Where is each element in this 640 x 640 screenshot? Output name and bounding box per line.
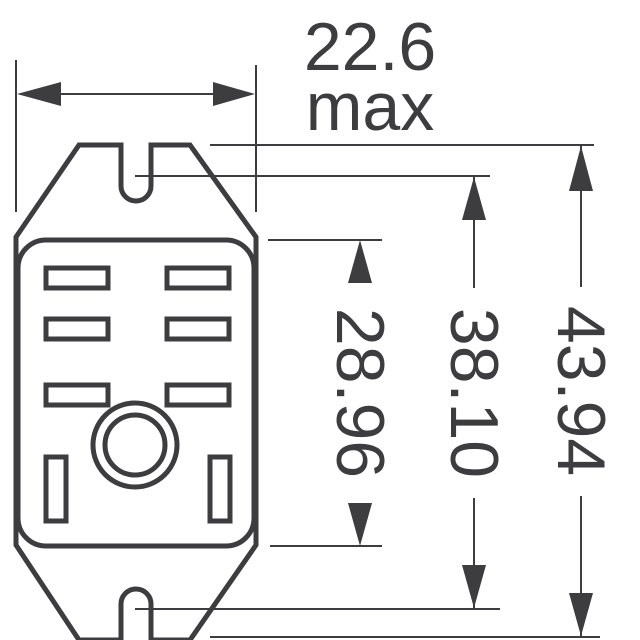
pin-slot [164, 316, 232, 342]
arrow-down-icon [569, 593, 593, 636]
pin-slot [43, 382, 111, 408]
arrow-up-icon [569, 146, 593, 191]
overall-height-value: 43.94 [543, 306, 619, 476]
pin-slot [43, 316, 111, 342]
width-dimension-qualifier: max [306, 69, 434, 145]
inner-body-outline [15, 237, 257, 549]
slot-height-value: 38.10 [436, 308, 512, 478]
pin-slot [164, 265, 232, 291]
arrow-right-icon [213, 82, 255, 106]
inner-height-value: 28.96 [322, 308, 398, 478]
pin-slot [43, 265, 111, 291]
outer-body-outline [13, 142, 259, 640]
center-post-inner [102, 412, 168, 478]
arrow-down-icon [462, 565, 486, 608]
pin-slot [164, 382, 232, 408]
arrow-up-icon [348, 240, 372, 283]
arrow-down-icon [348, 503, 372, 546]
width-dimension-value: 22.6 [304, 9, 436, 85]
pin-slot-vertical [43, 454, 69, 524]
arrow-up-icon [462, 177, 486, 220]
pin-slot-vertical [207, 454, 233, 524]
arrow-left-icon [17, 82, 61, 106]
center-post-outer [90, 400, 180, 490]
